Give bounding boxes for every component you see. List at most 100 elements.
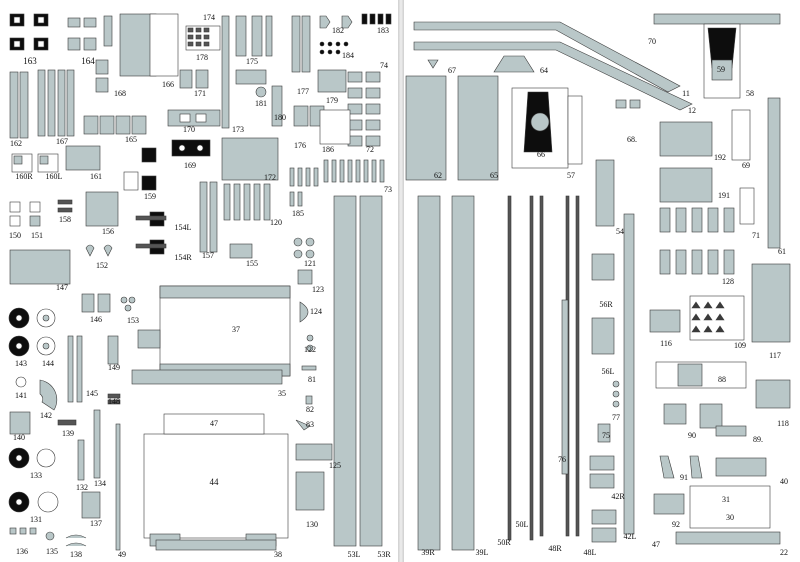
part-label-50R: 50R (497, 538, 511, 547)
part-label-141: 141 (15, 391, 27, 400)
part-label-151: 151 (31, 231, 43, 240)
part-label-179: 179 (326, 96, 338, 105)
part-label-54: 54 (616, 227, 624, 236)
part-label-37: 37 (232, 325, 240, 334)
part-label-165: 165 (125, 135, 137, 144)
part-label-171: 171 (194, 89, 206, 98)
part-label-53L: 53L (347, 550, 361, 559)
part-label-89: 89. (753, 435, 763, 444)
part-label-152: 152 (96, 261, 108, 270)
part-label-121: 121 (304, 259, 316, 268)
part-label-177: 177 (297, 87, 309, 96)
part-label-50L: 50L (515, 520, 529, 529)
part-label-92: 92 (672, 520, 680, 529)
part-label-42L: 42L (623, 532, 637, 541)
part-label-168: 168 (114, 89, 126, 98)
part-label-39L: 39L (475, 548, 489, 557)
part-label-65: 65 (490, 171, 498, 180)
part-label-148: 148 (108, 397, 120, 406)
part-label-71: 71 (752, 231, 760, 240)
part-label-75: 75 (602, 431, 610, 440)
part-label-125: 125 (329, 461, 341, 470)
part-label-183: 183 (377, 26, 389, 35)
part-label-123: 123 (312, 285, 324, 294)
part-label-176: 176 (294, 141, 306, 150)
part-label-185: 185 (292, 209, 304, 218)
part-label-128: 128 (722, 277, 734, 286)
part-label-66: 66 (537, 150, 545, 159)
part-label-138: 138 (70, 550, 82, 559)
part-label-12: 12 (688, 106, 696, 115)
part-label-191: 191 (718, 191, 730, 200)
part-label-56L: 56L (601, 367, 615, 376)
part-label-145: 145 (86, 389, 98, 398)
part-label-131: 131 (30, 515, 42, 524)
part-label-182: 182 (332, 26, 344, 35)
part-label-144: 144 (42, 359, 54, 368)
part-label-162: 162 (10, 139, 22, 148)
part-label-178: 178 (196, 53, 208, 62)
part-label-150: 150 (9, 231, 21, 240)
part-label-170: 170 (183, 125, 195, 134)
part-label-39R: 39R (421, 548, 435, 557)
part-label-44: 44 (209, 477, 219, 487)
part-label-31: 31 (722, 495, 730, 504)
part-label-120: 120 (270, 218, 282, 227)
part-label-142: 142 (40, 411, 52, 420)
part-label-47: 47 (210, 419, 218, 428)
part-label-59: 59 (717, 65, 725, 74)
part-label-157: 157 (202, 251, 214, 260)
part-label-135: 135 (46, 547, 58, 556)
part-label-155: 155 (246, 259, 258, 268)
part-label-156: 156 (102, 227, 114, 236)
part-label-53R: 53R (377, 550, 391, 559)
part-label-147: 147 (56, 283, 68, 292)
part-label-159: 159 (144, 192, 156, 201)
part-label-136: 136 (16, 547, 28, 556)
part-label-38: 38 (274, 550, 282, 559)
part-label-174: 174 (203, 13, 215, 22)
part-label-82: 82 (306, 405, 314, 414)
part-label-146: 146 (90, 315, 102, 324)
part-label-88: 88 (718, 375, 726, 384)
part-label-122: 122 (304, 345, 316, 354)
part-label-154R: 154R (174, 253, 192, 262)
part-label-143: 143 (15, 359, 27, 368)
part-label-68: 68. (627, 135, 637, 144)
part-label-140: 140 (13, 433, 25, 442)
part-label-117: 117 (769, 351, 781, 360)
part-label-154L: 154L (174, 223, 192, 232)
part-label-67: 67 (448, 66, 456, 75)
part-label-167: 167 (56, 137, 68, 146)
part-label-35: 35 (278, 389, 286, 398)
part-label-70: 70 (648, 37, 656, 46)
part-label-169: 169 (184, 161, 196, 170)
part-label-186: 186 (322, 145, 334, 154)
part-label-116: 116 (660, 339, 672, 348)
part-label-133: 133 (30, 471, 42, 480)
part-label-61: 61 (778, 247, 786, 256)
part-label-57: 57 (567, 171, 575, 180)
part-label-118: 118 (777, 419, 789, 428)
part-label-132: 132 (76, 483, 88, 492)
part-label-160L: 160L (45, 172, 63, 181)
part-label-91: 91 (680, 473, 688, 482)
part-label-173: 173 (232, 125, 244, 134)
part-label-83: 83 (306, 420, 314, 429)
part-label-48L: 48L (583, 548, 597, 557)
page-gutter (398, 0, 404, 562)
part-label-181: 181 (255, 99, 267, 108)
part-label-30: 30 (726, 513, 734, 522)
part-label-160R: 160R (15, 172, 33, 181)
part-label-76: 76 (558, 455, 566, 464)
part-label-134: 134 (94, 479, 106, 488)
part-label-163: 163 (23, 56, 37, 66)
part-label-47-right: 47 (652, 540, 660, 549)
part-label-180: 180 (274, 113, 286, 122)
part-label-153: 153 (127, 316, 139, 325)
part-label-166: 166 (162, 80, 174, 89)
part-label-158: 158 (59, 215, 71, 224)
part-label-56R: 56R (599, 300, 613, 309)
